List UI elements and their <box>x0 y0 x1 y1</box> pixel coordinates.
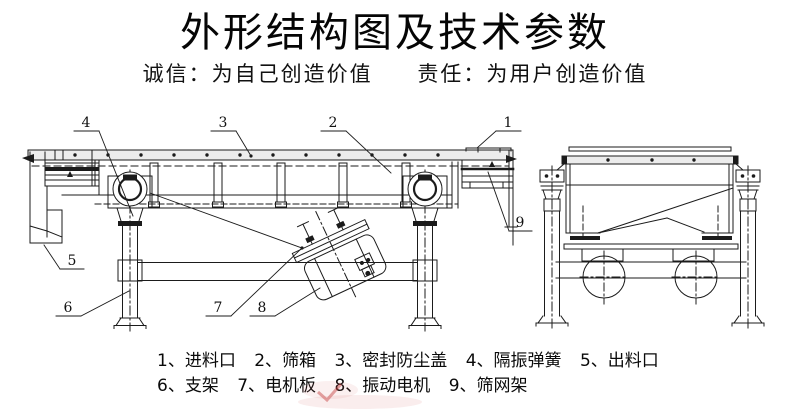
svg-text:4: 4 <box>82 115 91 131</box>
callout-8: 8 <box>249 287 321 317</box>
spring-column-left <box>106 168 154 333</box>
end-view-motors <box>579 248 721 305</box>
cross-beam <box>137 262 418 281</box>
callout-1: 1 <box>476 115 522 149</box>
callout-7: 7 <box>205 247 303 317</box>
spring-column-right <box>401 168 449 333</box>
end-view <box>535 146 765 330</box>
svg-text:3: 3 <box>219 115 228 131</box>
callout-9: 9 <box>487 171 533 232</box>
legend-item: 9、筛网架 <box>448 376 528 396</box>
svg-text:1: 1 <box>504 115 513 131</box>
end-view-cover <box>556 146 744 171</box>
slogan-line: 诚信：为自己创造价值 责任：为用户创造价值 <box>0 61 790 88</box>
partition-bars <box>148 162 412 208</box>
end-view-leg-left <box>535 165 569 330</box>
legend-row-1: 1、进料口 2、筛箱 3、密封防尘盖 4、隔振弹簧 5、出料口 <box>157 349 672 374</box>
legend-item: 2、筛箱 <box>254 351 317 371</box>
callout-5: 5 <box>43 244 85 270</box>
callouts-side-view: 4 3 2 1 9 5 6 7 8 <box>43 115 533 317</box>
slogan-left: 诚信：为自己创造价值 <box>142 62 373 86</box>
svg-text:2: 2 <box>329 115 338 131</box>
screen-mesh-frame <box>460 149 518 246</box>
end-view-box <box>563 163 739 250</box>
legend-item: 1、进料口 <box>157 351 236 371</box>
svg-text:9: 9 <box>516 215 525 231</box>
callout-4: 4 <box>73 115 134 217</box>
flow-arrow-left <box>22 154 34 163</box>
outlet-spout <box>44 149 100 196</box>
callout-2: 2 <box>320 115 392 174</box>
legend-item: 8、振动电机 <box>334 376 431 396</box>
legend-item: 5、出料口 <box>579 351 659 371</box>
end-view-leg-right <box>731 165 765 330</box>
svg-text:7: 7 <box>214 300 223 316</box>
legend-item: 4、隔振弹簧 <box>465 351 562 371</box>
legend-item: 7、电机板 <box>237 376 317 396</box>
legend-row-2: 6、支架 7、电机板 8、振动电机 9、筛网架 <box>157 374 672 399</box>
slogan-right: 责任：为用户创造价值 <box>417 62 648 86</box>
end-view-cross-beams <box>555 261 747 279</box>
svg-text:6: 6 <box>64 300 73 316</box>
legend-item: 3、密封防尘盖 <box>334 351 448 371</box>
svg-text:5: 5 <box>68 253 77 269</box>
motor-assembly <box>291 206 387 301</box>
cover-bolts <box>73 153 440 157</box>
parts-legend: 1、进料口 2、筛箱 3、密封防尘盖 4、隔振弹簧 5、出料口 6、支架 7、电… <box>157 349 672 399</box>
callout-3: 3 <box>210 115 253 158</box>
side-view: 4 3 2 1 9 5 6 7 8 <box>22 115 533 333</box>
feed-inlet <box>465 147 512 153</box>
svg-text:8: 8 <box>258 300 267 316</box>
callout-6: 6 <box>55 290 130 317</box>
page-title: 外形结构图及技术参数 <box>180 10 610 56</box>
legend-item: 6、支架 <box>157 376 219 396</box>
